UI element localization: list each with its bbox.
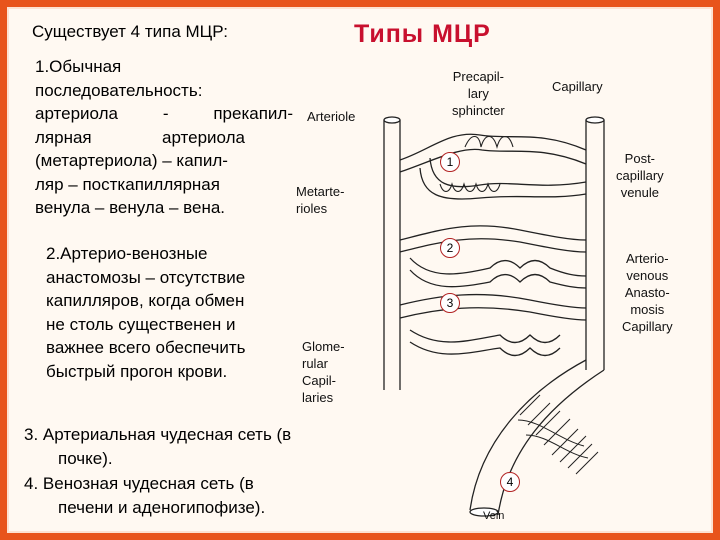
marker-4: 4 bbox=[500, 472, 520, 492]
p1-line: (метартериола) – капил- bbox=[35, 151, 228, 170]
paragraph-1: 1.Обычная последовательность: артериола … bbox=[35, 55, 293, 220]
slide-title: Типы МЦР bbox=[354, 20, 491, 48]
label-metarterioles: Metarte- rioles bbox=[296, 184, 345, 216]
p4-line: печени и аденогипофизе). bbox=[58, 497, 266, 517]
p3-line: почке). bbox=[58, 448, 113, 468]
p2-line: 2.Артерио-венозные bbox=[46, 244, 208, 263]
p2-line: капилляров, когда обмен bbox=[46, 291, 245, 310]
p2-line: не столь существенен и bbox=[46, 314, 236, 334]
marker-3: 3 bbox=[440, 293, 460, 313]
network-2 bbox=[399, 225, 587, 241]
label-glomerular-capillaries: Glome- rular Capil- laries bbox=[302, 339, 345, 405]
arteriole-vessel bbox=[383, 120, 401, 390]
paragraph-2: 2.Артерио-венозные анастомозы – отсутств… bbox=[46, 242, 306, 383]
label-arteriovenous-anastomosis: Arterio- venous Anasto- mosis Capillary bbox=[622, 251, 673, 334]
label-postcapillary-venule: Post- capillary venule bbox=[616, 151, 664, 200]
label-capillary: Capillary bbox=[552, 79, 603, 94]
microvasculature-diagram bbox=[383, 116, 605, 517]
p2-line: важнее всего обеспечить bbox=[46, 338, 246, 357]
p2-line: быстрый прогон крови. bbox=[46, 361, 228, 381]
p1-line: 1.Обычная bbox=[35, 57, 122, 76]
p1-line: ляр – посткапиллярная bbox=[35, 174, 220, 194]
marker-1: 1 bbox=[440, 152, 460, 172]
paragraph-4: 4. Венозная чудесная сеть (в печени и ад… bbox=[24, 472, 374, 519]
intro-text: Существует 4 типа МЦР: bbox=[32, 22, 228, 41]
label-precapillary-sphincter: Precapil- lary sphincter bbox=[452, 69, 505, 118]
label-arteriole: Arteriole bbox=[307, 109, 356, 124]
network-3 bbox=[399, 293, 587, 309]
p3-line: 3. Артериальная чудесная сеть (в bbox=[24, 425, 292, 444]
marker-2: 2 bbox=[440, 238, 460, 258]
vein-cut bbox=[469, 507, 499, 517]
p1-line: лярная артериола bbox=[35, 127, 245, 147]
label-vein: Vein bbox=[483, 510, 505, 522]
vein-vessel bbox=[469, 359, 605, 516]
p2-line: анастомозы – отсутствие bbox=[46, 267, 246, 287]
venule-vessel bbox=[585, 120, 605, 370]
paragraph-3: 3. Артериальная чудесная сеть (в почке). bbox=[24, 423, 374, 470]
p1-line: венула – венула – вена. bbox=[35, 198, 226, 217]
p1-line: артериола - прекапил- bbox=[35, 104, 293, 123]
p1-line: последовательность: bbox=[35, 80, 203, 100]
venule-cut bbox=[585, 116, 605, 124]
arteriole-cut bbox=[383, 116, 401, 124]
p4-line: 4. Венозная чудесная сеть (в bbox=[24, 474, 254, 493]
network-1 bbox=[399, 133, 587, 161]
